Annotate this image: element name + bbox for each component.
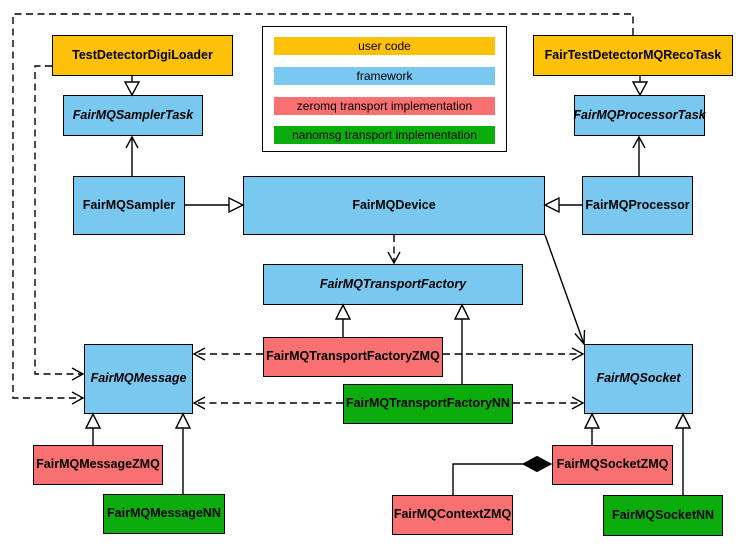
edge-socketzmq-socket-inheritance	[583, 412, 601, 445]
node-fairmq-device: FairMQDevice	[243, 176, 545, 235]
node-fair-test-detector-mq-reco-task: FairTestDetectorMQRecoTask	[533, 35, 733, 76]
legend-item-user-code: user code	[274, 37, 495, 55]
edge-processor-device-inheritance	[543, 196, 582, 214]
node-fairmq-sampler-task: FairMQSamplerTask	[63, 95, 203, 136]
edge-digiloader-samplertask-inheritance	[123, 76, 141, 97]
edge-factoryzmq-transportfactory-inheritance	[334, 303, 352, 337]
node-fairmq-socket: FairMQSocket	[584, 344, 693, 414]
edge-factorynn-transportfactory-inheritance	[453, 303, 471, 384]
edge-sampler-samplertask-association	[125, 135, 139, 176]
legend-item-framework: framework	[274, 67, 495, 85]
edge-factoryzmq-socket-dependency	[443, 347, 585, 361]
node-fairmq-processor: FairMQProcessor	[582, 176, 693, 235]
node-fairmq-socket-zmq: FairMQSocketZMQ	[552, 445, 673, 485]
node-fairmq-context-zmq: FairMQContextZMQ	[392, 495, 513, 535]
node-fairmq-message: FairMQMessage	[84, 344, 193, 414]
edge-sampler-device-inheritance	[185, 196, 245, 214]
node-fairmq-transport-factory-nn: FairMQTransportFactoryNN	[343, 384, 513, 424]
edge-contextzmq-socketzmq-composition	[452, 455, 553, 495]
node-fairmq-processor-task: FairMQProcessorTask	[573, 95, 706, 136]
node-fairmq-message-zmq: FairMQMessageZMQ	[33, 445, 163, 485]
edge-processor-processortask-association	[632, 135, 646, 176]
legend-item-nanomsg: nanomsg transport implementation	[274, 126, 495, 144]
edge-device-transportfactory-dependency	[387, 235, 401, 265]
node-fairmq-message-nn: FairMQMessageNN	[103, 494, 225, 534]
edge-messagezmq-message-inheritance	[84, 412, 102, 445]
legend: user code framework zeromq transport imp…	[262, 26, 507, 152]
edge-factorynn-socket-dependency	[513, 396, 585, 410]
edge-recotask-processortask-inheritance	[631, 76, 649, 97]
edge-factoryzmq-message-dependency	[192, 347, 263, 361]
node-fairmq-transport-factory-zmq: FairMQTransportFactoryZMQ	[263, 337, 443, 377]
legend-item-zeromq: zeromq transport implementation	[274, 97, 495, 115]
node-fairmq-transport-factory: FairMQTransportFactory	[263, 264, 523, 305]
edge-socketnn-socket-inheritance	[674, 412, 692, 495]
edge-device-socket-association	[544, 234, 586, 346]
edge-messagenn-message-inheritance	[174, 412, 192, 494]
node-test-detector-digi-loader: TestDetectorDigiLoader	[52, 35, 233, 76]
edge-factorynn-message-dependency	[192, 396, 343, 410]
node-fairmq-sampler: FairMQSampler	[73, 176, 185, 235]
node-fairmq-socket-nn: FairMQSocketNN	[603, 495, 723, 536]
